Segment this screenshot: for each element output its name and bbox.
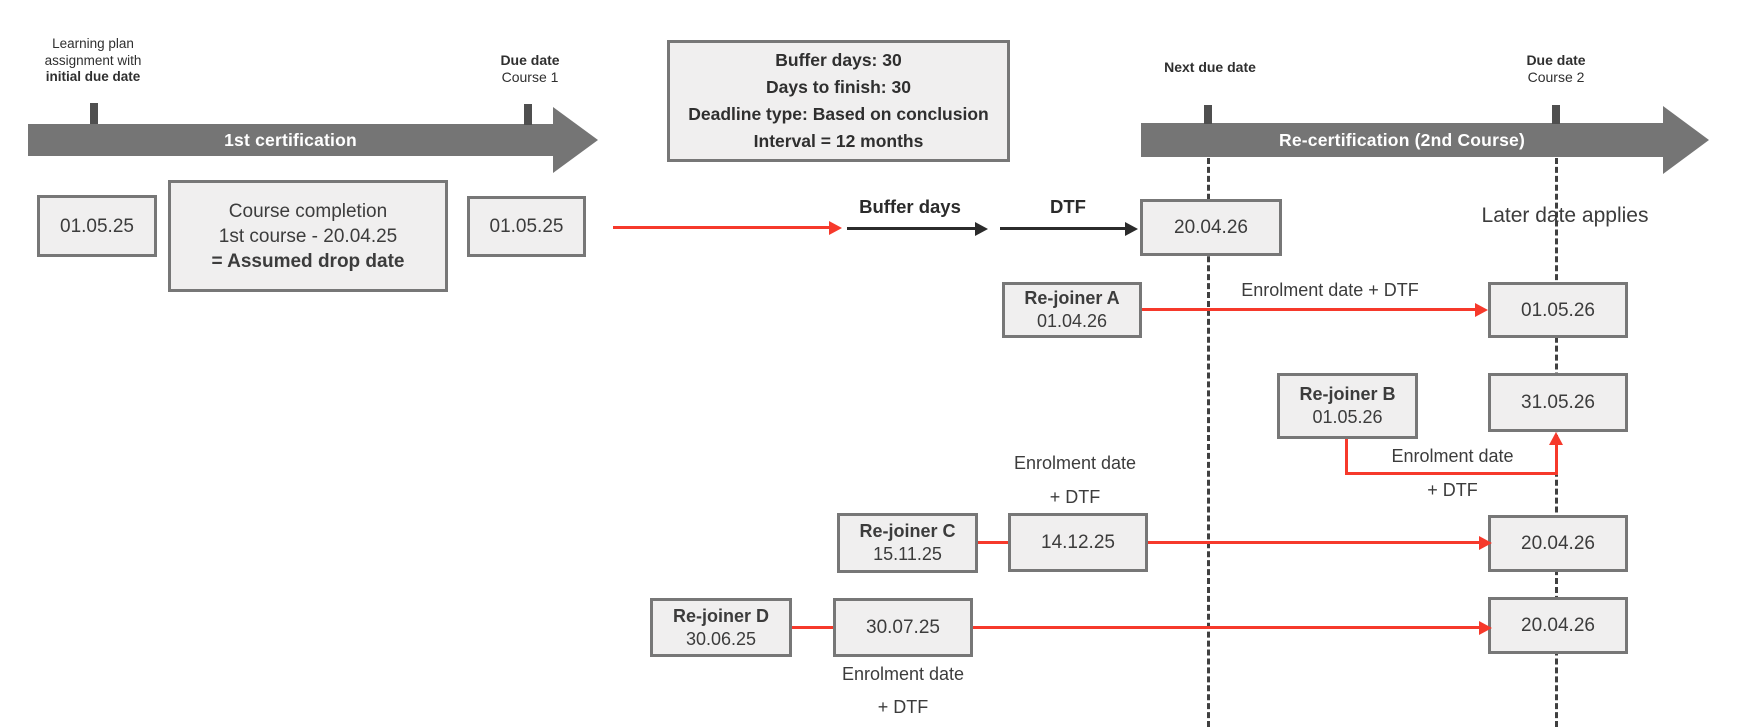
rejoiner-d-result-value: 20.04.26 (1521, 615, 1595, 636)
rejoiner-c-mid-date-box: 14.12.25 (1008, 513, 1148, 572)
due-date-course1-label: Due date Course 1 (478, 52, 582, 86)
rejoiner-a-result-value: 01.05.26 (1521, 299, 1595, 321)
due-date-course2-title: Due date (1526, 52, 1586, 68)
rejoiner-c-box: Re-joiner C 15.11.25 (837, 513, 978, 573)
learning-plan-assignment-label: Learning plan assignment with initial du… (18, 36, 168, 86)
rejoiner-c-result-box: 20.04.26 (1488, 515, 1628, 572)
later-date-applies-note: Later date applies (1481, 204, 1649, 227)
rejoiner-d-path-label-line2: + DTF (877, 697, 929, 717)
rejoiner-a-path-label: Enrolment date + DTF (1241, 280, 1419, 300)
timeline1-arrow-head (553, 107, 598, 173)
next-due-date-value: 20.04.26 (1174, 217, 1248, 238)
rejoiner-b-result-value: 31.05.26 (1521, 392, 1595, 413)
assignment-date-value: 01.05.25 (60, 215, 134, 237)
timeline1-title: 1st certification (224, 129, 357, 150)
rejoiner-d-arrow (973, 626, 1479, 629)
buffer-days-label: Buffer days (859, 196, 961, 217)
timeline2-start-tick (1204, 105, 1212, 124)
rejoiner-b-arrowhead (1549, 432, 1563, 445)
rules-deadline-type: Deadline type: Based on conclusion (688, 104, 989, 124)
rejoiner-b-path-label-line1: Enrolment date (1391, 446, 1514, 466)
rules-buffer-days: Buffer days: 30 (775, 50, 902, 70)
rejoiner-d-date: 30.06.25 (685, 628, 757, 649)
rejoiner-c-path-label-line1: Enrolment date (1013, 453, 1137, 473)
initial-due-date-label: initial due date (45, 69, 141, 84)
buffer-days-arrow (847, 227, 975, 230)
rejoiner-d-mid-date-value: 30.07.25 (866, 617, 940, 638)
due-date-course2-label: Due date Course 2 (1504, 52, 1608, 86)
learning-plan-assignment-line1: Learning plan (52, 36, 134, 51)
timeline1-end-tick (524, 104, 532, 125)
rejoiner-a-box: Re-joiner A 01.04.26 (1002, 282, 1142, 338)
rejoiner-c-path-label-line2: + DTF (1049, 487, 1101, 507)
timeline1-arrow: 1st certification (28, 124, 553, 156)
rejoiner-b-connector-across (1345, 472, 1558, 475)
assumed-drop-date-line: = Assumed drop date (211, 250, 405, 272)
rejoiner-c-result-value: 20.04.26 (1521, 533, 1595, 554)
rules-days-to-finish: Days to finish: 30 (766, 77, 911, 97)
rejoiner-c-mid-date-value: 14.12.25 (1041, 532, 1115, 553)
next-due-date-box: 20.04.26 (1140, 199, 1282, 256)
rules-interval: Interval = 12 months (753, 131, 924, 151)
rejoiner-d-mid-date-box: 30.07.25 (833, 598, 973, 657)
rejoiner-a-arrow (1142, 308, 1475, 311)
timeline2-title: Re-certification (2nd Course) (1279, 129, 1525, 150)
course-completion-line1: Course completion (228, 200, 388, 222)
next-due-date-dashed-line (1207, 158, 1210, 727)
dtf-label: DTF (1050, 196, 1086, 217)
timeline2-end-tick (1552, 105, 1560, 124)
drop-date-flow-arrow (613, 226, 829, 229)
course1-due-date-box: 01.05.25 (467, 196, 586, 257)
rejoiner-a-name: Re-joiner A (1024, 288, 1120, 308)
due-date-course2-sub: Course 2 (1527, 69, 1585, 85)
rules-box: Buffer days: 30 Days to finish: 30 Deadl… (667, 40, 1010, 162)
rejoiner-c-name: Re-joiner C (859, 521, 956, 541)
rejoiner-d-path-label-line1: Enrolment date (841, 664, 965, 684)
rejoiner-b-connector-down (1345, 439, 1348, 475)
rejoiner-d-name: Re-joiner D (672, 605, 769, 626)
rejoiner-a-date: 01.04.26 (1036, 311, 1108, 331)
rejoiner-b-connector-up (1555, 445, 1558, 475)
due-date-course1-sub: Course 1 (501, 69, 559, 85)
rejoiner-c-arrow (1148, 541, 1479, 544)
timeline1-start-tick (90, 103, 98, 124)
rejoiner-a-result-box: 01.05.26 (1488, 282, 1628, 338)
course-completion-line2: 1st course - 20.04.25 (218, 225, 398, 247)
course-completion-box: Course completion 1st course - 20.04.25 … (168, 180, 448, 292)
rejoiner-b-path-label-line2: + DTF (1427, 480, 1478, 500)
timeline2-arrow: Re-certification (2nd Course) (1141, 123, 1663, 157)
assignment-date-box: 01.05.25 (37, 195, 157, 257)
due-date-course1-title: Due date (500, 52, 560, 68)
rejoiner-d-connector (792, 626, 833, 629)
rejoiner-b-date: 01.05.26 (1312, 407, 1383, 427)
next-due-date-label: Next due date (1164, 59, 1256, 75)
rejoiner-c-connector (978, 541, 1008, 544)
rejoiner-b-result-box: 31.05.26 (1488, 373, 1628, 432)
course1-due-date-value: 01.05.25 (489, 216, 564, 237)
rejoiner-b-box: Re-joiner B 01.05.26 (1277, 373, 1418, 439)
rejoiner-b-name: Re-joiner B (1299, 384, 1396, 404)
rejoiner-d-result-box: 20.04.26 (1488, 597, 1628, 654)
rejoiner-c-date: 15.11.25 (873, 544, 942, 564)
dtf-arrow (1000, 227, 1125, 230)
learning-plan-assignment-line2: assignment with (44, 52, 142, 68)
timeline2-arrow-head (1663, 106, 1709, 174)
rejoiner-d-box: Re-joiner D 30.06.25 (650, 598, 792, 657)
